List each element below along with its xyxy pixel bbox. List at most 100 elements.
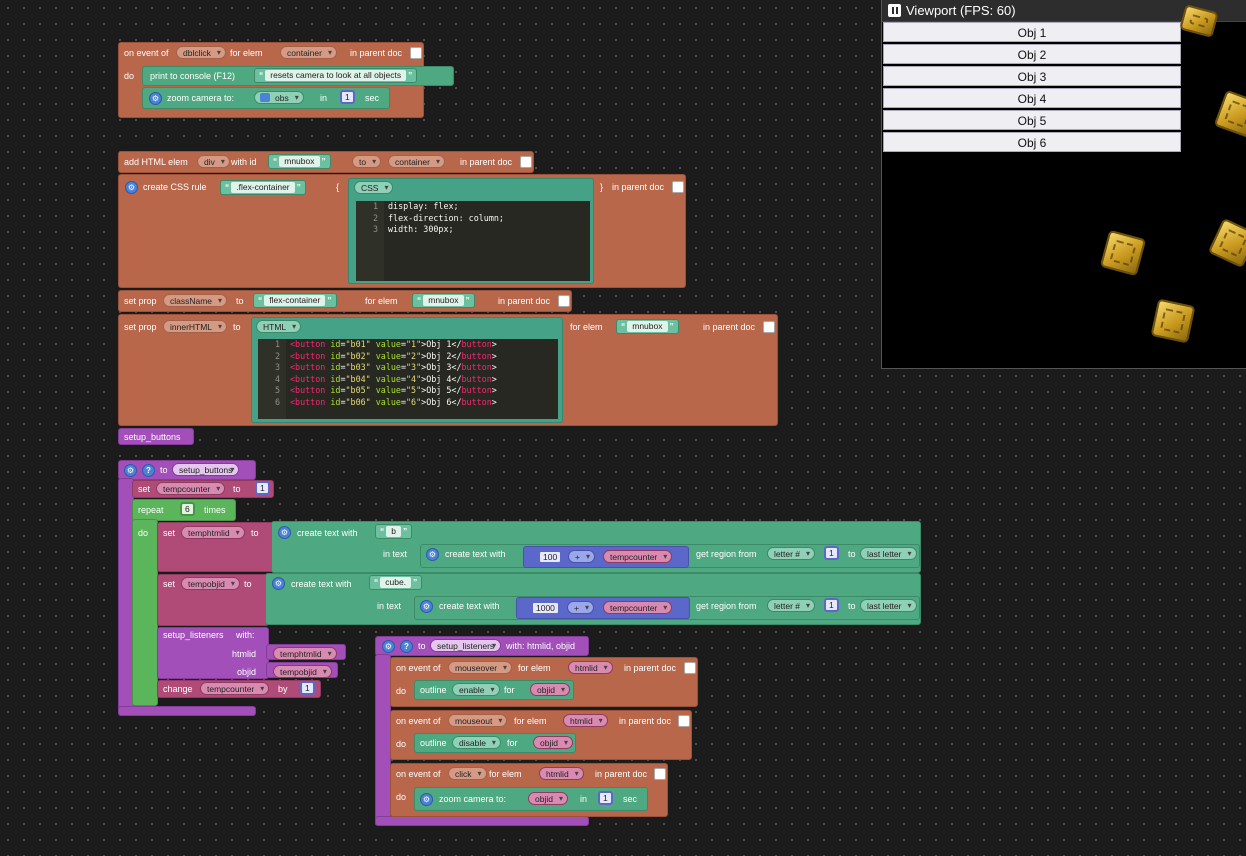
zoom-label: zoom camera to: bbox=[439, 794, 507, 804]
init-value[interactable]: 1 bbox=[255, 481, 270, 495]
classname-string[interactable]: “flex-container” bbox=[253, 293, 337, 308]
to-dropdown[interactable]: to bbox=[352, 155, 382, 168]
var-dropdown-tempcounter[interactable]: tempcounter bbox=[603, 550, 673, 563]
number-100[interactable]: 100 bbox=[538, 550, 563, 564]
classname-value[interactable]: flex-container bbox=[264, 295, 326, 306]
in-parent-doc-checkbox[interactable] bbox=[678, 715, 690, 727]
id-value[interactable]: mnubox bbox=[279, 156, 320, 167]
var-dropdown-tempcounter[interactable]: tempcounter bbox=[156, 482, 226, 495]
in-parent-doc-label: in parent doc bbox=[619, 716, 672, 726]
selector-value[interactable]: .flex-container bbox=[231, 182, 295, 193]
tag-dropdown[interactable]: div bbox=[197, 155, 230, 168]
event-dropdown[interactable]: mouseout bbox=[448, 714, 508, 727]
var-dropdown-htmlid[interactable]: htmlid bbox=[568, 661, 613, 674]
var-dropdown-temphtmlid[interactable]: temphtmlid bbox=[181, 526, 245, 539]
parent-dropdown[interactable]: container bbox=[388, 155, 445, 168]
obj-button-2[interactable]: Obj 2 bbox=[883, 44, 1181, 64]
call-setup-buttons-block[interactable] bbox=[118, 428, 194, 445]
var-dropdown-objid[interactable]: objid bbox=[528, 792, 568, 805]
gear-icon[interactable]: ⚙ bbox=[420, 600, 433, 613]
in-parent-doc-checkbox[interactable] bbox=[558, 295, 570, 307]
gold-cube[interactable] bbox=[1099, 229, 1147, 277]
elem-string[interactable]: “mnubox” bbox=[412, 293, 475, 308]
prop-dropdown[interactable]: innerHTML bbox=[163, 320, 228, 333]
zoom-target-dropdown[interactable]: obs bbox=[254, 91, 304, 104]
function-name[interactable]: setup_listeners bbox=[430, 639, 502, 652]
in-parent-doc-checkbox[interactable] bbox=[654, 768, 666, 780]
prop-dropdown[interactable]: className bbox=[163, 294, 228, 307]
pause-icon[interactable] bbox=[888, 4, 901, 17]
print-text[interactable]: resets camera to look at all objects bbox=[265, 70, 407, 81]
zoom-time[interactable]: 1 bbox=[340, 90, 355, 104]
help-icon[interactable]: ? bbox=[400, 640, 413, 653]
repeat-count[interactable]: 6 bbox=[180, 502, 195, 516]
selector-string[interactable]: “.flex-container” bbox=[220, 180, 306, 195]
obj-button-3[interactable]: Obj 3 bbox=[883, 66, 1181, 86]
string-b[interactable]: “b” bbox=[375, 524, 413, 539]
in-parent-doc-checkbox[interactable] bbox=[520, 156, 532, 168]
var-dropdown-tempobjid[interactable]: tempobjid bbox=[273, 665, 332, 678]
change-amount[interactable]: 1 bbox=[300, 681, 315, 695]
help-icon[interactable]: ? bbox=[142, 464, 155, 477]
letter-index[interactable]: 1 bbox=[824, 598, 839, 612]
in-parent-doc-checkbox[interactable] bbox=[763, 321, 775, 333]
gear-icon[interactable]: ⚙ bbox=[278, 526, 291, 539]
var-dropdown-temphtmlid[interactable]: temphtmlid bbox=[273, 647, 337, 660]
event-dropdown[interactable]: dblclick bbox=[176, 46, 226, 59]
html-line-2: <button id="b02" value="2">Obj 2</button… bbox=[290, 350, 497, 361]
gear-icon[interactable]: ⚙ bbox=[382, 640, 395, 653]
letter-dropdown[interactable]: letter # bbox=[767, 599, 815, 612]
var-dropdown-objid[interactable]: objid bbox=[533, 736, 573, 749]
in-parent-doc-checkbox[interactable] bbox=[410, 47, 422, 59]
gold-cube[interactable] bbox=[1213, 89, 1246, 139]
gold-cube[interactable] bbox=[1207, 217, 1246, 269]
zoom-time[interactable]: 1 bbox=[598, 791, 613, 805]
string-b-value[interactable]: b bbox=[386, 526, 401, 537]
id-string[interactable]: “mnubox” bbox=[268, 154, 331, 169]
elem-string[interactable]: “mnubox” bbox=[616, 319, 679, 334]
gold-cube[interactable] bbox=[1150, 298, 1196, 344]
gear-icon[interactable]: ⚙ bbox=[426, 548, 439, 561]
gear-icon[interactable]: ⚙ bbox=[149, 92, 162, 105]
number-1000[interactable]: 1000 bbox=[531, 601, 560, 615]
var-dropdown-htmlid[interactable]: htmlid bbox=[563, 714, 608, 727]
obj-button-5[interactable]: Obj 5 bbox=[883, 110, 1181, 130]
operator-dropdown[interactable]: + bbox=[568, 550, 595, 563]
operator-dropdown[interactable]: + bbox=[567, 601, 594, 614]
css-lang-dropdown[interactable]: CSS bbox=[354, 181, 394, 194]
letter-dropdown[interactable]: letter # bbox=[767, 547, 815, 560]
on-event-label: on event of bbox=[396, 663, 441, 673]
string-cube[interactable]: “cube.” bbox=[369, 575, 423, 590]
gear-icon[interactable]: ⚙ bbox=[124, 464, 137, 477]
var-dropdown-htmlid[interactable]: htmlid bbox=[539, 767, 584, 780]
outline-mode-dropdown[interactable]: enable bbox=[452, 683, 500, 696]
elem-value[interactable]: mnubox bbox=[627, 321, 668, 332]
obj-button-1[interactable]: Obj 1 bbox=[883, 22, 1181, 42]
html-lang-dropdown[interactable]: HTML bbox=[256, 320, 302, 333]
last-letter-dropdown[interactable]: last letter bbox=[860, 599, 917, 612]
function-name[interactable]: setup_buttons bbox=[172, 463, 240, 476]
gear-icon[interactable]: ⚙ bbox=[420, 793, 433, 806]
event-dropdown[interactable]: mouseover bbox=[448, 661, 513, 674]
call-setup-listeners-block[interactable] bbox=[157, 627, 269, 679]
var-dropdown-tempcounter[interactable]: tempcounter bbox=[200, 682, 270, 695]
outline-mode-dropdown[interactable]: disable bbox=[452, 736, 501, 749]
var-dropdown-tempcounter[interactable]: tempcounter bbox=[603, 601, 673, 614]
elem-dropdown[interactable]: container bbox=[280, 46, 337, 59]
print-string[interactable]: “resets camera to look at all objects” bbox=[254, 68, 418, 83]
gear-icon[interactable]: ⚙ bbox=[125, 181, 138, 194]
in-parent-doc-checkbox[interactable] bbox=[684, 662, 696, 674]
letter-index[interactable]: 1 bbox=[824, 546, 839, 560]
gear-icon[interactable]: ⚙ bbox=[272, 577, 285, 590]
elem-value[interactable]: mnubox bbox=[423, 295, 464, 306]
string-cube-value[interactable]: cube. bbox=[380, 577, 412, 588]
obj-button-4[interactable]: Obj 4 bbox=[883, 88, 1181, 108]
in-parent-doc-checkbox[interactable] bbox=[672, 181, 684, 193]
obj-button-6[interactable]: Obj 6 bbox=[883, 132, 1181, 152]
last-letter-dropdown[interactable]: last letter bbox=[860, 547, 917, 560]
var-dropdown-tempobjid[interactable]: tempobjid bbox=[181, 577, 240, 590]
event-dropdown[interactable]: click bbox=[448, 767, 487, 780]
var-dropdown-objid[interactable]: objid bbox=[530, 683, 570, 696]
